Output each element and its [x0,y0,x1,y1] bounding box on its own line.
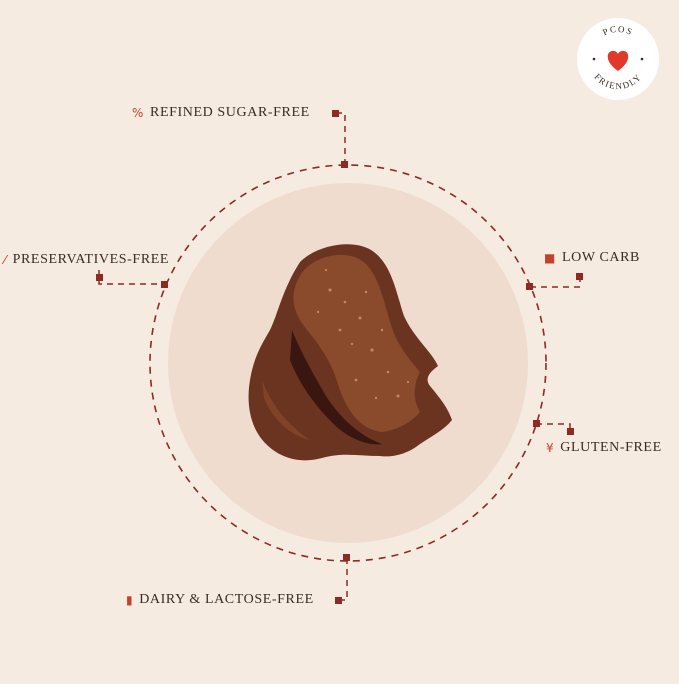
connector-lowcarb [530,276,581,288]
feature-preservatives-free: ⁄ PRESERVATIVES-FREE [4,252,169,268]
feature-label: LOW CARB [561,250,641,265]
badge-top-text: PCOS [601,24,633,38]
wheat-icon: ¥ [546,441,555,455]
marker [533,420,540,427]
feature-label: REFINED SUGAR-FREE [150,105,310,120]
no-dairy-icon: ▮ [126,593,134,607]
heart-icon [607,50,629,71]
svg-text:FRIENDLY: FRIENDLY [592,72,643,92]
feature-dairy-lactose-free: ▮ DAIRY & LACTOSE-FREE [126,592,314,608]
feature-label: DAIRY & LACTOSE-FREE [139,592,314,607]
marker [343,554,350,561]
no-sugar-icon: % [132,106,145,120]
connector-sugar [336,112,346,165]
connector-gluten [536,423,571,432]
chocolate-spread-image [248,244,452,461]
badge-graphic: PCOS FRIENDLY [592,24,644,92]
pcos-friendly-badge: PCOS FRIENDLY [577,18,659,100]
connector-preservatives [98,270,165,285]
feature-low-carb: ■ LOW CARB [544,250,640,266]
marker [526,283,533,290]
marker [576,273,583,280]
feature-label: GLUTEN-FREE [560,440,662,455]
marker [161,281,168,288]
feature-gluten-free: ¥ GLUTEN-FREE [546,440,662,456]
badge-dot [592,57,596,61]
connector-markers [96,110,583,604]
connector-dairy [338,558,348,601]
marker [335,597,342,604]
marker [332,110,339,117]
low-carb-icon: ■ [544,251,556,265]
marker [341,161,348,168]
feature-refined-sugar-free: % REFINED SUGAR-FREE [132,105,310,121]
badge-bottom-text: FRIENDLY [592,72,642,92]
feature-label: PRESERVATIVES-FREE [12,252,170,267]
dashed-ring [149,164,547,562]
marker [96,274,103,281]
svg-text:PCOS: PCOS [601,24,635,38]
no-preservatives-icon: ⁄ [4,253,7,267]
marker [567,428,574,435]
badge-dot [640,57,644,61]
